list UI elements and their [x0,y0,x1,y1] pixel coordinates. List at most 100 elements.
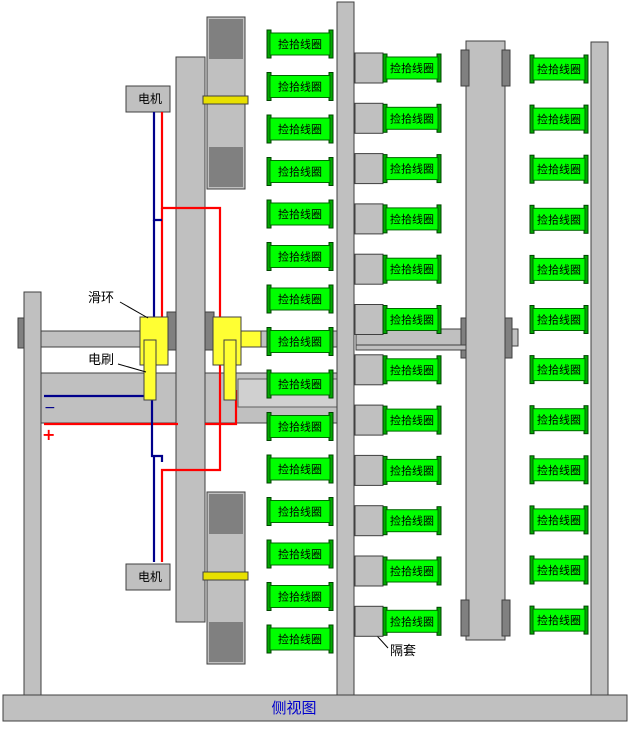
col2-coil-8: 捡拾线圈 [354,454,442,486]
col2-coil-10: 捡拾线圈 [354,555,442,587]
wheel-lower-axle [202,571,249,581]
col3-coil-label-9: 捡拾线圈 [537,513,581,527]
col3-coil-3: 捡拾线圈 [529,204,589,234]
col1-coil-label-6: 捡拾线圈 [278,292,322,306]
col2-coil-3: 捡拾线圈 [354,203,442,235]
col2-coil-body-9 [385,509,439,533]
col1-coil-13: 捡拾线圈 [266,582,334,611]
col3-coil-5: 捡拾线圈 [529,305,589,334]
col2-spacer-5 [354,304,384,335]
col3-coil-body-5 [532,308,586,331]
right-belt-cap-top [460,49,470,87]
col1-coil-8: 捡拾线圈 [266,369,334,399]
brush-leader [117,363,147,373]
col3-coil-body-4 [532,257,586,281]
right-upright [590,41,609,696]
col2-coil-body-1 [385,106,439,130]
col2-coil-body-4 [385,257,439,281]
col3-coil-label-7: 捡拾线圈 [537,413,581,427]
base-plate [2,694,628,722]
right-belt-cap-bottom [460,599,470,637]
col1-coil-label-0: 捡拾线圈 [278,37,322,51]
col1-coil-label-8: 捡拾线圈 [278,377,322,391]
col3-coil-body-6 [532,358,586,382]
plus-sign: + [42,425,55,444]
col2-coil-label-11: 捡拾线圈 [390,614,434,628]
right-belt-cap-top-r [501,49,511,87]
col2-coil-label-3: 捡拾线圈 [390,212,434,226]
col2-coil-label-6: 捡拾线圈 [390,363,434,377]
col1-coil-body-3 [269,160,331,183]
col2-spacer-11 [354,605,384,637]
col2-coil-7: 捡拾线圈 [354,404,442,436]
col3-coil-label-5: 捡拾线圈 [537,313,581,327]
caption-side-view: 侧视图 [271,699,316,717]
col1-coil-6: 捡拾线圈 [266,284,334,314]
col1-coil-label-14: 捡拾线圈 [278,632,322,646]
col1-coil-body-13 [269,585,331,608]
col2-coil-label-8: 捡拾线圈 [390,463,434,477]
col2-coil-body-2 [385,157,439,181]
col3-coil-body-9 [532,508,586,532]
right-belt [465,40,506,641]
col3-coil-1: 捡拾线圈 [529,104,589,134]
col2-coil-label-10: 捡拾线圈 [390,564,434,578]
coil-column-2: 捡拾线圈捡拾线圈捡拾线圈捡拾线圈捡拾线圈捡拾线圈捡拾线圈捡拾线圈捡拾线圈捡拾线圈… [354,52,442,637]
coil-column-3: 捡拾线圈捡拾线圈捡拾线圈捡拾线圈捡拾线圈捡拾线圈捡拾线圈捡拾线圈捡拾线圈捡拾线圈… [529,54,589,635]
col2-spacer-4 [354,253,384,285]
col1-coil-10: 捡拾线圈 [266,454,334,484]
col3-coil-body-10 [532,558,586,582]
col3-coil-label-8: 捡拾线圈 [537,463,581,477]
col1-coil-11: 捡拾线圈 [266,497,334,526]
col1-coil-label-2: 捡拾线圈 [278,122,322,136]
col1-coil-body-9 [269,415,331,438]
col3-coil-body-2 [532,157,586,181]
col1-coil-4: 捡拾线圈 [266,199,334,229]
col2-spacer-10 [354,555,384,587]
col1-coil-body-1 [269,75,331,98]
col2-coil-2: 捡拾线圈 [354,153,442,185]
col3-coil-label-1: 捡拾线圈 [537,112,581,126]
brush-label: 电刷 [88,353,114,368]
col2-coil-1: 捡拾线圈 [354,102,442,134]
col3-coil-4: 捡拾线圈 [529,254,589,284]
col2-coil-label-4: 捡拾线圈 [390,262,434,276]
col2-coil-6: 捡拾线圈 [354,354,442,386]
col3-coil-10: 捡拾线圈 [529,555,589,585]
col1-coil-body-8 [269,372,331,396]
col1-coil-1: 捡拾线圈 [266,72,334,101]
slip-ring-right-plate [240,330,262,348]
col1-coil-label-10: 捡拾线圈 [278,462,322,476]
col2-spacer-3 [354,203,384,235]
col3-coil-11: 捡拾线圈 [529,605,589,635]
col2-coil-label-5: 捡拾线圈 [390,313,434,327]
motor-upper-label: 电机 [138,92,162,106]
minus-sign: − [44,400,56,416]
col3-coil-7: 捡拾线圈 [529,405,589,435]
spacer-label: 隔套 [390,643,416,659]
slip-ring-leader [119,301,149,319]
center-upright [336,1,355,696]
col1-coil-9: 捡拾线圈 [266,412,334,441]
col1-coil-body-14 [269,627,331,651]
col3-coil-label-4: 捡拾线圈 [537,262,581,276]
col3-coil-8: 捡拾线圈 [529,455,589,485]
col1-coil-body-5 [269,245,331,268]
col2-coil-label-1: 捡拾线圈 [390,111,434,125]
coil-column-1: 捡拾线圈捡拾线圈捡拾线圈捡拾线圈捡拾线圈捡拾线圈捡拾线圈捡拾线圈捡拾线圈捡拾线圈… [266,29,334,654]
col3-coil-6: 捡拾线圈 [529,355,589,385]
col1-coil-label-13: 捡拾线圈 [278,590,322,604]
col3-coil-0: 捡拾线圈 [529,54,589,84]
wheel-lower-cap-bottom [209,622,243,662]
col2-coil-body-0 [385,56,439,80]
col1-coil-body-4 [269,202,331,226]
shaft-collar [355,344,467,351]
col1-coil-label-5: 捡拾线圈 [278,250,322,264]
wire-red [44,112,238,562]
col2-spacer-0 [354,52,384,84]
col1-coil-label-11: 捡拾线圈 [278,505,322,519]
col1-coil-14: 捡拾线圈 [266,624,334,654]
col1-coil-5: 捡拾线圈 [266,242,334,271]
col1-coil-2: 捡拾线圈 [266,114,334,144]
